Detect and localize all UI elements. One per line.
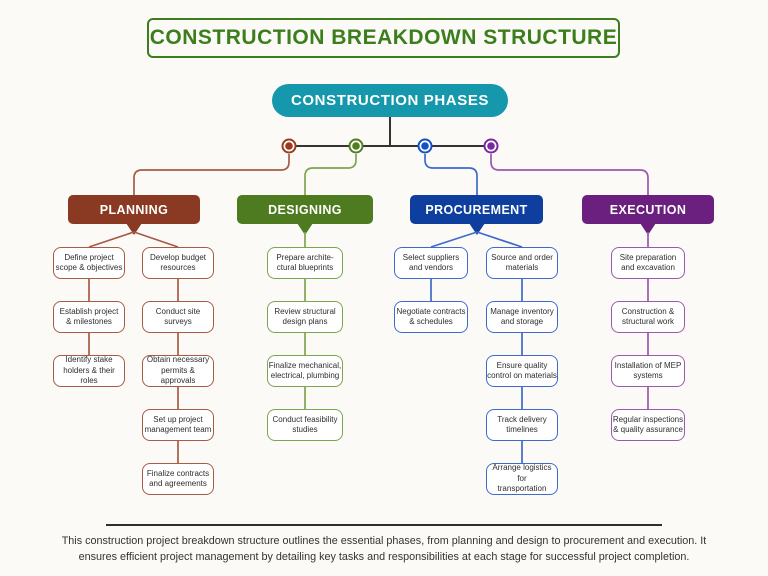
phase-header-planning-label: PLANNING (99, 202, 169, 217)
task-conduct-feasibility-studies: Conduct feasibility studies (267, 409, 343, 441)
task-site-preparation-excavation: Site preparation and excavation (611, 247, 685, 279)
phase-header-execution-label: EXECUTION (609, 202, 687, 217)
planning-branch-curve (133, 154, 290, 195)
task-identify-stakeholders: Identify stake holders & their roles (53, 355, 125, 387)
task-installation-mep-systems: Installation of MEP systems (611, 355, 685, 387)
task-finalize-contracts-agreements: Finalize contracts and agreements (142, 463, 214, 495)
task-arrange-logistics-transportation: Arrange logistics for transportation (486, 463, 558, 495)
task-select-suppliers-vendors: Select suppliers and vendors (394, 247, 468, 279)
task-define-project-scope: Define project scope & objectives (53, 247, 125, 279)
task-obtain-permits-approvals: Obtain necessary permits & approvals (142, 355, 214, 387)
phase-header-designing-label: DESIGNING (268, 202, 342, 217)
task-finalize-mep-design: Finalize mechanical, electrical, plumbin… (267, 355, 343, 387)
header-pointer-triangles (126, 223, 656, 235)
phase-header-execution: EXECUTION (582, 195, 714, 224)
task-prepare-architectural-blueprints: Prepare archite- ctural blueprints (267, 247, 343, 279)
task-construction-structural-work: Construction & structural work (611, 301, 685, 333)
task-connector-lines (88, 231, 649, 463)
task-ensure-quality-control: Ensure quality control on materials (486, 355, 558, 387)
trunk-lines (289, 117, 491, 147)
task-track-delivery-timelines: Track delivery timelines (486, 409, 558, 441)
phase-header-designing: DESIGNING (237, 195, 373, 224)
procurement-branch-curve (424, 154, 478, 195)
phase-header-procurement-label: PROCUREMENT (425, 202, 528, 217)
phase-header-planning: PLANNING (68, 195, 200, 224)
task-conduct-site-surveys: Conduct site surveys (142, 301, 214, 333)
designing-branch-curve (304, 154, 357, 195)
task-develop-budget-resources: Develop budget resources (142, 247, 214, 279)
phase-header-procurement: PROCUREMENT (410, 195, 543, 224)
task-regular-inspections-qa: Regular inspections & quality assurance (611, 409, 685, 441)
task-source-order-materials: Source and order materials (486, 247, 558, 279)
footer-divider (106, 524, 662, 526)
diagram-title: CONSTRUCTION BREAKDOWN STRUCTURE (149, 26, 618, 49)
planning-task-lines (88, 231, 179, 463)
execution-branch-curve (490, 154, 649, 195)
root-node-construction-phases: CONSTRUCTION PHASES (272, 84, 508, 117)
task-negotiate-contracts-schedules: Negotiate contracts & schedules (394, 301, 468, 333)
procurement-task-lines (430, 231, 523, 463)
task-establish-project-milestones: Establish project & milestones (53, 301, 125, 333)
diagram-title-box: CONSTRUCTION BREAKDOWN STRUCTURE (147, 18, 620, 58)
task-manage-inventory-storage: Manage inventory and storage (486, 301, 558, 333)
root-node-label: CONSTRUCTION PHASES (290, 92, 490, 109)
branch-curves (133, 154, 649, 195)
task-setup-management-team: Set up project management team (142, 409, 214, 441)
footer-description: This construction project breakdown stru… (61, 535, 707, 563)
task-review-structural-design-plans: Review structural design plans (267, 301, 343, 333)
branch-node-dots (281, 138, 499, 154)
